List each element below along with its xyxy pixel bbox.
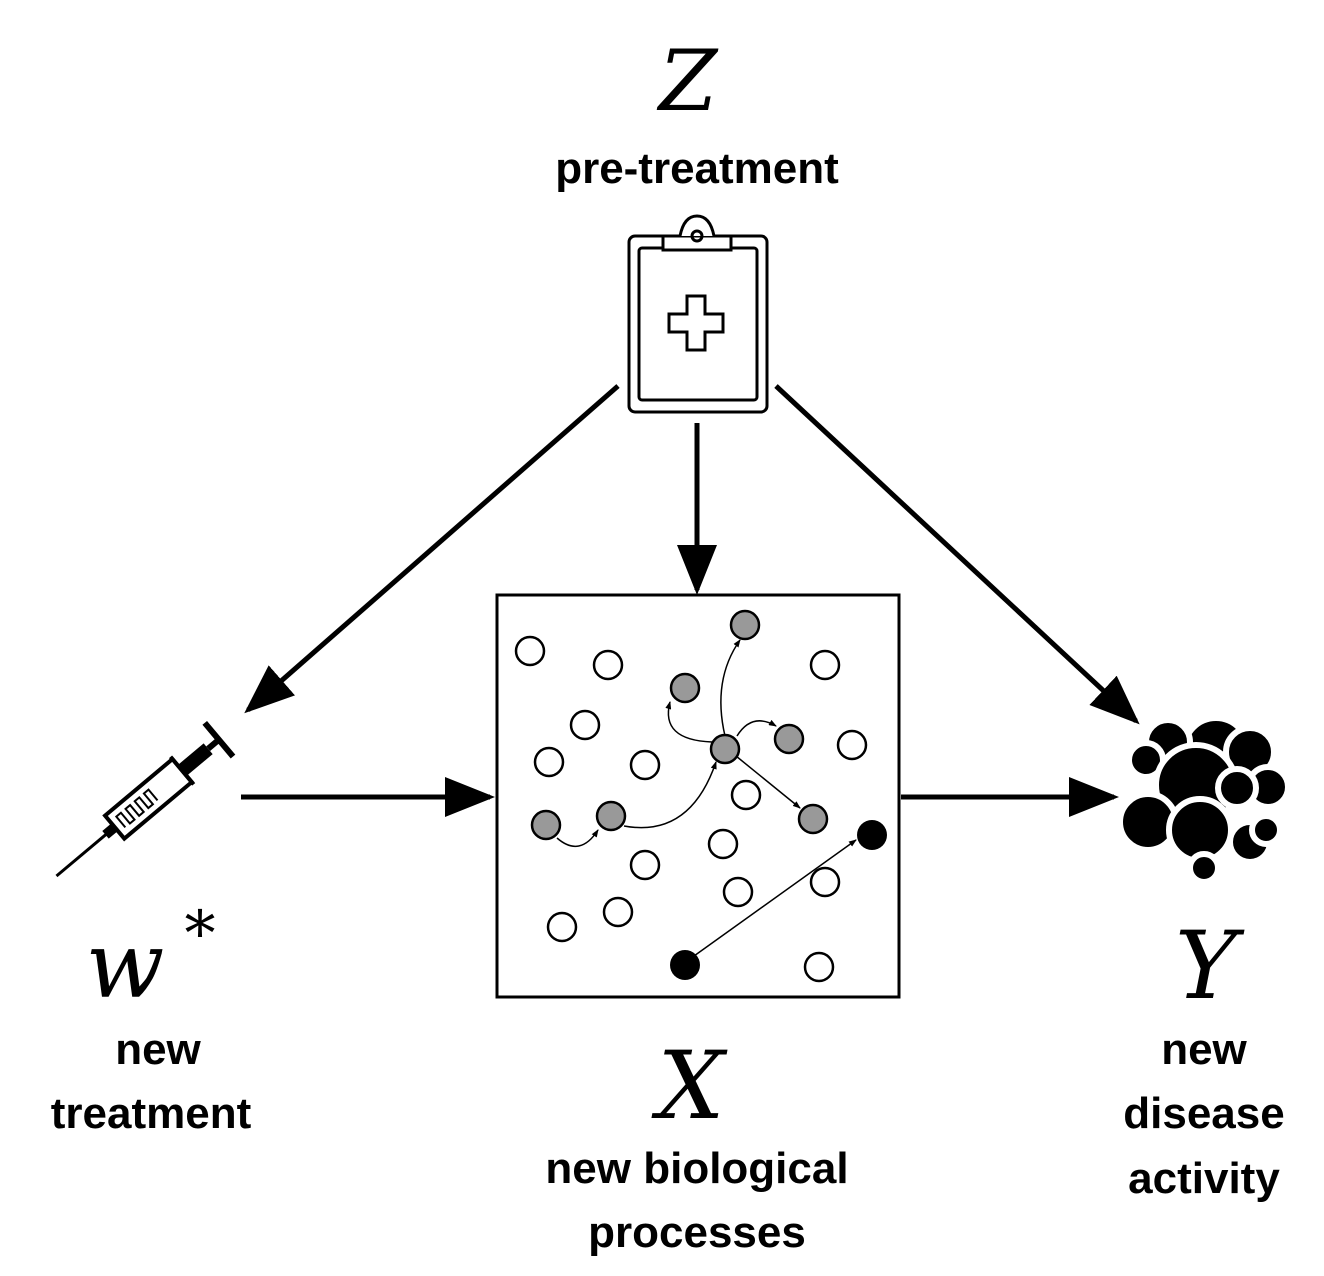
inactive-node [533,746,565,778]
y-label-line3: activity [1128,1154,1280,1203]
inactive-node [602,896,634,928]
inactive-node [569,709,601,741]
inactive-node [629,849,661,881]
clipboard-medical-icon [627,214,769,414]
w-label-line1: new [115,1025,201,1074]
x-label-line1: new biological [545,1144,848,1193]
edge [693,839,857,957]
edge [556,829,599,847]
y-label-line1: new [1161,1025,1247,1074]
inactive-node [809,649,841,681]
inactive-node [809,866,841,898]
z-symbol: Z [656,32,719,130]
cell-cluster-icon [1117,715,1291,885]
inactive-node [722,876,754,908]
w-label-line2: treatment [51,1089,252,1138]
y-label-line2: disease [1123,1089,1284,1138]
active-node [729,609,761,641]
inactive-node [803,951,835,983]
biological-process-network [495,593,901,999]
w-symbol-superscript: * [185,897,216,970]
target-node [857,820,887,850]
inactive-node [546,911,578,943]
active-node [797,803,829,835]
active-node [709,733,741,765]
active-node [530,809,562,841]
y-symbol: Y [1175,912,1245,1021]
w-symbol: w [86,912,165,1019]
inactive-node [592,649,624,681]
arrow-z-to-y [774,384,1140,725]
edge [736,719,777,737]
syringe-icon [55,720,236,878]
active-node [773,723,805,755]
x-label-line2: processes [588,1208,806,1257]
edge [623,761,717,829]
x-symbol: X [651,1032,729,1141]
inactive-node [629,749,661,781]
z-label: pre-treatment [555,144,839,193]
inactive-node [514,635,546,667]
inactive-node [730,779,762,811]
inactive-node [707,828,739,860]
active-node [669,672,701,704]
edge [665,701,713,743]
active-node [595,800,627,832]
edge [735,755,801,809]
edge [720,639,741,737]
source-node [670,950,700,980]
arrow-z-to-w [244,384,620,714]
inactive-node [836,729,868,761]
